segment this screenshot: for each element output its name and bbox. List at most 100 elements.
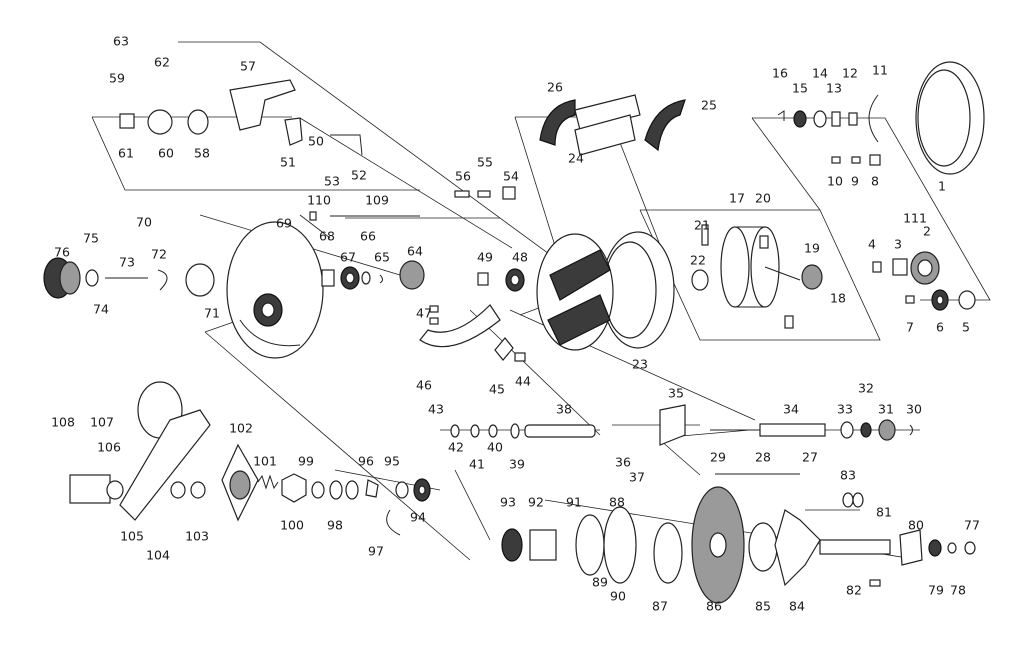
part-label-90: 90	[610, 589, 626, 604]
part-label-39: 39	[509, 457, 525, 472]
part-label-93: 93	[500, 495, 516, 510]
part-label-82: 82	[846, 583, 862, 598]
part-label-40: 40	[487, 440, 503, 455]
part-label-92: 92	[528, 495, 544, 510]
part-label-76: 76	[54, 245, 70, 260]
part-label-75: 75	[83, 231, 99, 246]
part-label-56: 56	[455, 169, 471, 184]
part-label-18: 18	[830, 291, 846, 306]
part-label-69: 69	[276, 216, 292, 231]
part-label-81: 81	[876, 505, 892, 520]
part-label-28: 28	[755, 450, 771, 465]
part-label-108: 108	[51, 415, 75, 430]
part-label-88: 88	[609, 495, 625, 510]
part-label-12: 12	[842, 66, 858, 81]
part-label-64: 64	[407, 244, 423, 259]
part-label-48: 48	[512, 250, 528, 265]
part-label-49: 49	[477, 250, 493, 265]
part-label-16: 16	[772, 66, 788, 81]
part-label-41: 41	[469, 457, 485, 472]
part-label-80: 80	[908, 518, 924, 533]
part-label-9: 9	[851, 174, 859, 189]
part-label-63: 63	[113, 34, 129, 49]
part-label-60: 60	[158, 146, 174, 161]
part-label-33: 33	[837, 402, 853, 417]
part-label-86: 86	[706, 599, 722, 614]
part-label-34: 34	[783, 402, 799, 417]
part-label-2: 2	[923, 224, 931, 239]
part-label-1: 1	[938, 179, 946, 194]
part-number-labels: 1234567891011121314151617181920212223242…	[51, 34, 980, 614]
part-label-94: 94	[410, 510, 426, 525]
part-label-52: 52	[351, 168, 367, 183]
part-label-53: 53	[324, 174, 340, 189]
part-label-14: 14	[812, 66, 828, 81]
part-label-87: 87	[652, 599, 668, 614]
part-label-73: 73	[119, 255, 135, 270]
part-label-6: 6	[936, 320, 944, 335]
part-label-22: 22	[690, 253, 706, 268]
part-label-58: 58	[194, 146, 210, 161]
part-label-54: 54	[503, 169, 519, 184]
part-label-8: 8	[871, 174, 879, 189]
part-label-100: 100	[280, 518, 304, 533]
part-label-110: 110	[307, 193, 331, 208]
part-label-66: 66	[360, 229, 376, 244]
part-label-23: 23	[632, 357, 648, 372]
part-label-65: 65	[374, 250, 390, 265]
part-label-99: 99	[298, 454, 314, 469]
part-label-62: 62	[154, 55, 170, 70]
part-shapes	[43, 61, 985, 604]
part-label-96: 96	[358, 454, 374, 469]
part-label-4: 4	[868, 237, 876, 252]
part-label-84: 84	[789, 599, 805, 614]
part-label-27: 27	[802, 450, 818, 465]
part-label-104: 104	[146, 548, 170, 563]
part-label-30: 30	[906, 402, 922, 417]
part-label-26: 26	[547, 80, 563, 95]
part-label-107: 107	[90, 415, 114, 430]
part-label-17: 17	[729, 191, 745, 206]
part-label-38: 38	[556, 402, 572, 417]
part-label-45: 45	[489, 382, 505, 397]
part-label-79: 79	[928, 583, 944, 598]
part-label-59: 59	[109, 71, 125, 86]
part-label-71: 71	[204, 306, 220, 321]
part-label-19: 19	[804, 241, 820, 256]
part-label-95: 95	[384, 454, 400, 469]
part-label-98: 98	[327, 518, 343, 533]
part-label-102: 102	[229, 421, 253, 436]
part-label-70: 70	[136, 215, 152, 230]
part-label-20: 20	[755, 191, 771, 206]
part-label-72: 72	[151, 247, 167, 262]
part-label-85: 85	[755, 599, 771, 614]
part-label-61: 61	[118, 146, 134, 161]
part-label-11: 11	[872, 63, 888, 78]
part-label-97: 97	[368, 544, 384, 559]
part-label-7: 7	[906, 320, 914, 335]
part-label-25: 25	[701, 98, 717, 113]
part-label-50: 50	[308, 134, 324, 149]
part-label-32: 32	[858, 381, 874, 396]
part-label-44: 44	[515, 374, 531, 389]
part-label-46: 46	[416, 378, 432, 393]
part-label-3: 3	[894, 237, 902, 252]
part-label-83: 83	[840, 468, 856, 483]
part-label-13: 13	[826, 81, 842, 96]
part-label-91: 91	[566, 495, 582, 510]
part-label-109: 109	[365, 193, 389, 208]
part-label-47: 47	[416, 306, 432, 321]
part-label-35: 35	[668, 386, 684, 401]
part-label-74: 74	[93, 302, 109, 317]
part-label-24: 24	[568, 151, 584, 166]
part-label-43: 43	[428, 402, 444, 417]
part-label-103: 103	[185, 529, 209, 544]
part-label-21: 21	[694, 218, 710, 233]
part-label-111: 111	[903, 211, 927, 226]
part-label-31: 31	[878, 402, 894, 417]
part-label-77: 77	[964, 518, 980, 533]
part-label-10: 10	[827, 174, 843, 189]
part-label-106: 106	[97, 440, 121, 455]
part-label-42: 42	[448, 440, 464, 455]
